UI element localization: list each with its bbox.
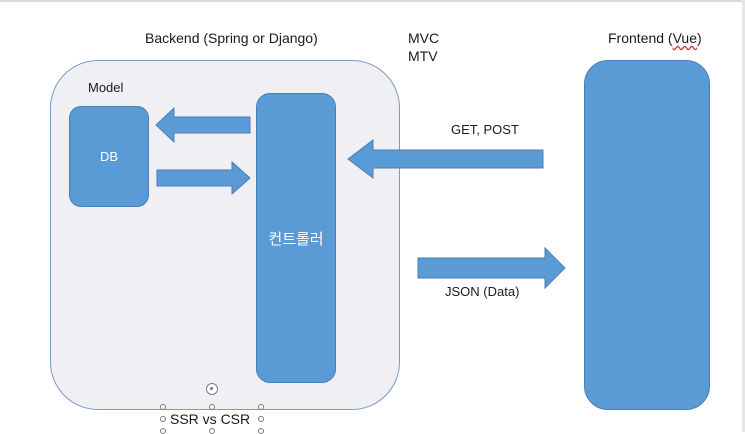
mvc-label: MVC [408,30,440,46]
resize-handle-bottom-left[interactable] [160,428,166,434]
frontend-box[interactable] [584,60,710,410]
arrow-json-response[interactable] [417,246,566,290]
rotate-handle-icon[interactable] [206,383,218,395]
resize-handle-middle-left[interactable] [160,416,166,422]
controller-box[interactable]: 컨트롤러 [256,93,336,383]
resize-handle-bottom-center[interactable] [209,428,215,434]
resize-handle-bottom-right[interactable] [258,428,264,434]
controller-label: 컨트롤러 [268,230,324,248]
get-post-label: GET, POST [451,122,519,137]
model-label: Model [88,80,124,95]
frontend-title-vue: Vue [672,30,697,46]
backend-title: Backend (Spring or Django) [145,30,318,46]
frontend-title: Frontend (Vue) [608,30,702,46]
json-label: JSON (Data) [445,284,520,299]
arrow-controller-to-db[interactable] [155,106,251,144]
right-border-line [742,0,745,432]
arrow-get-post[interactable] [347,138,544,180]
db-label: DB [99,149,119,164]
resize-handle-middle-right[interactable] [258,416,264,422]
top-border-line [0,0,745,2]
mtv-label: MTV [408,48,438,64]
ssr-vs-csr-textbox[interactable]: SSR vs CSR [170,411,251,427]
resize-handle-top-left[interactable] [160,404,166,410]
resize-handle-top-center[interactable] [209,404,215,410]
resize-handle-top-right[interactable] [258,404,264,410]
frontend-title-end: ) [696,30,702,46]
arrow-db-to-controller[interactable] [156,160,251,196]
db-box[interactable]: DB [69,106,149,207]
frontend-title-main: Frontend ( [608,30,673,46]
